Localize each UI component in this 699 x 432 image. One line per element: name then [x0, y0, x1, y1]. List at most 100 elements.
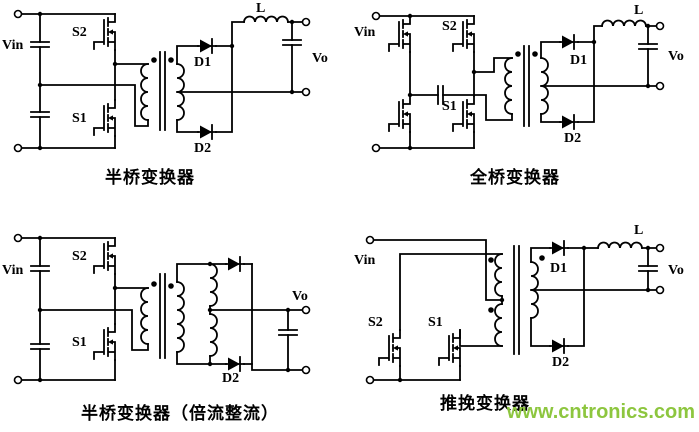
output-inductor	[243, 15, 289, 23]
wires	[372, 239, 658, 381]
output-terminal	[655, 21, 665, 31]
transformer-primary-top	[494, 253, 503, 297]
label-s1: S1	[72, 111, 87, 126]
transformer-core	[523, 45, 530, 127]
mosfet-s1	[93, 323, 116, 361]
label-s1: S1	[442, 99, 457, 114]
mosfet-s1	[438, 329, 461, 367]
polarity-dot	[488, 307, 494, 313]
watermark: www.cntronics.com	[506, 401, 695, 423]
diode-d1	[197, 38, 217, 54]
half-bridge-current-doubler-schematic: Vin S2 S1 D2 Vo	[2, 233, 311, 386]
polarity-dot	[168, 283, 174, 289]
input-terminal	[13, 375, 23, 385]
caption-half-bridge-current-doubler: 半桥变换器（倍流整流）	[81, 404, 279, 423]
label-l: L	[634, 223, 643, 238]
label-s2: S2	[442, 19, 457, 34]
label-s1: S1	[72, 335, 87, 350]
transformer-secondary-winding	[176, 281, 185, 353]
mosfet-left-bottom	[388, 95, 411, 133]
polarity-dot	[151, 57, 157, 63]
label-vin: Vin	[2, 38, 23, 53]
input-capacitor-bottom	[30, 111, 50, 118]
polarity-dot	[539, 255, 545, 261]
label-vo: Vo	[292, 289, 308, 304]
input-terminal	[365, 375, 375, 385]
input-terminal	[371, 143, 381, 153]
diode-d1	[559, 34, 579, 50]
diode-d2	[197, 124, 217, 140]
diode-top	[225, 256, 245, 272]
mosfet-s2	[93, 13, 116, 51]
label-d1: D1	[194, 55, 211, 70]
label-l: L	[256, 1, 265, 16]
input-terminal	[371, 11, 381, 21]
label-s2: S2	[72, 249, 87, 264]
transformer-core	[513, 245, 520, 355]
input-terminal	[13, 143, 23, 153]
polarity-dot	[168, 57, 174, 63]
polarity-dot	[532, 51, 538, 57]
label-s1: S1	[428, 315, 443, 330]
output-terminal	[655, 81, 665, 91]
label-d2: D2	[222, 371, 239, 386]
output-capacitor	[282, 39, 302, 46]
output-terminal	[301, 87, 311, 97]
label-vin: Vin	[2, 263, 23, 278]
transformer-core	[159, 273, 166, 359]
output-terminal	[301, 365, 311, 375]
label-s2: S2	[368, 315, 383, 330]
label-d2: D2	[564, 131, 581, 146]
output-capacitor	[638, 265, 658, 272]
input-terminal	[13, 233, 23, 243]
mosfet-s1	[93, 99, 116, 137]
output-terminal	[301, 305, 311, 315]
polarity-dot	[515, 51, 521, 57]
output-terminal	[301, 17, 311, 27]
label-vo: Vo	[312, 51, 328, 66]
label-d2: D2	[552, 355, 569, 370]
transformer-primary-winding	[140, 63, 149, 121]
diode-d2	[559, 114, 579, 130]
diode-d2	[225, 356, 245, 372]
label-vo: Vo	[668, 49, 684, 64]
input-capacitor-top	[30, 41, 50, 48]
output-terminal	[655, 285, 665, 295]
label-vin: Vin	[354, 25, 375, 40]
full-bridge-converter-schematic: Vin S2 S1 D1 D2 L Vo	[354, 3, 684, 153]
caption-half-bridge: 半桥变换器	[105, 168, 195, 187]
diode-d1	[549, 240, 569, 256]
polarity-dot	[488, 257, 494, 263]
label-s2: S2	[72, 25, 87, 40]
output-inductor	[597, 241, 643, 249]
transformer-core	[159, 51, 166, 131]
label-d1: D1	[550, 261, 567, 276]
input-terminal	[13, 9, 23, 19]
junction-dots	[397, 245, 651, 383]
wires	[20, 13, 304, 149]
half-bridge-converter-schematic: Vin S2 S1 D1 D2 L Vo	[2, 1, 328, 156]
output-capacitor	[278, 329, 298, 336]
transformer-primary-winding	[140, 287, 149, 345]
output-terminal	[655, 243, 665, 253]
label-d2: D2	[194, 141, 211, 156]
mosfet-left-top	[388, 15, 411, 53]
transformer-primary-winding	[504, 57, 513, 115]
label-l: L	[634, 3, 643, 18]
wires	[20, 237, 304, 381]
output-capacitor	[638, 43, 658, 50]
input-terminal	[365, 235, 375, 245]
input-capacitor-bottom	[30, 343, 50, 350]
input-capacitor-top	[30, 265, 50, 272]
push-pull-converter-schematic: Vin S2 S1 D1 D2 L Vo	[354, 223, 684, 385]
transformer-primary-bottom	[494, 303, 503, 347]
caption-push-pull: 推挽变换器	[440, 394, 530, 413]
polarity-dot	[151, 281, 157, 287]
output-inductor	[601, 19, 647, 27]
diode-d2	[549, 338, 569, 354]
label-vo: Vo	[668, 263, 684, 278]
mosfet-s2	[378, 329, 401, 367]
label-vin: Vin	[354, 253, 375, 268]
doubler-inductor-top	[209, 263, 218, 307]
